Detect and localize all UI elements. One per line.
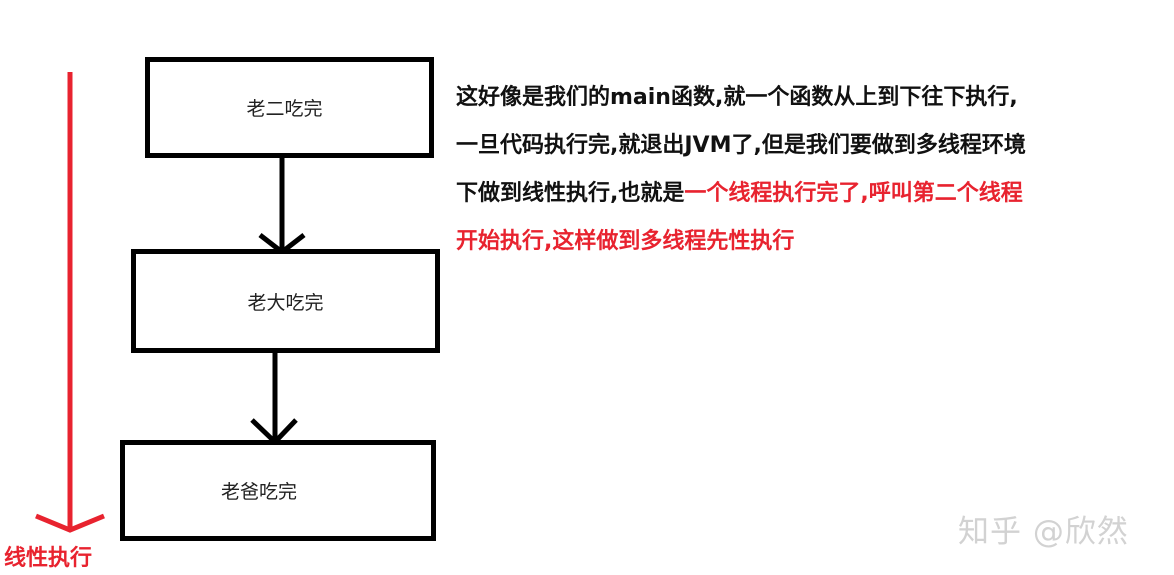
arrow-box2-to-box3 <box>250 353 298 446</box>
linear-execution-arrow <box>35 72 105 533</box>
description-line: 一旦代码执行完,就退出JVM了,但是我们要做到多线程环境 <box>456 133 1026 158</box>
description-highlight: 一个线程执行完了,呼叫第二个线程 <box>684 181 1023 206</box>
flow-box-label: 老爸吃完 <box>221 481 298 503</box>
zhihu-watermark: 知乎 @欣然 <box>958 514 1129 550</box>
flow-box-eldest-son: 老大吃完 <box>131 249 440 353</box>
linear-execution-label: 线性执行 <box>4 546 93 571</box>
flow-box-second-son: 老二吃完 <box>145 57 434 158</box>
arrow-box1-to-box2 <box>258 158 306 256</box>
description-text: 这好像是我们的main函数,就一个函数从上到下往下执行, 一旦代码执行完,就退出… <box>456 74 1156 266</box>
flow-box-label: 老大吃完 <box>247 291 324 314</box>
description-segment: 下做到线性执行,也就是 <box>456 181 685 206</box>
description-line: 这好像是我们的main函数,就一个函数从上到下往下执行, <box>456 85 1018 110</box>
description-line: 下做到线性执行,也就是一个线程执行完了,呼叫第二个线程 <box>456 170 1156 218</box>
description-highlight-line: 开始执行,这样做到多线程先性执行 <box>456 229 795 254</box>
flow-box-father: 老爸吃完 <box>120 440 436 541</box>
flow-box-label: 老二吃完 <box>246 98 323 120</box>
